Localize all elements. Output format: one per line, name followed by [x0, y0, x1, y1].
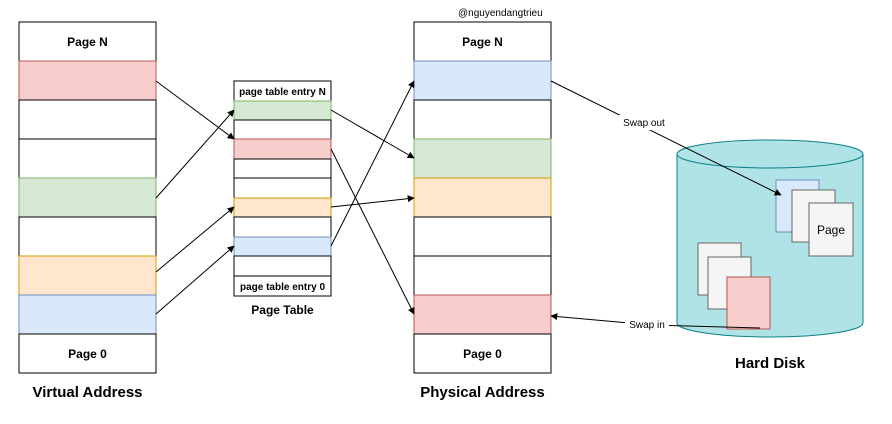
va-to-pt-arrows: [155, 80, 235, 315]
arrow-va-green-to-pt: [155, 109, 235, 199]
pa-page-0: [413, 333, 552, 374]
pt-entry-blue: [233, 236, 332, 257]
pa-page-n: [413, 21, 552, 62]
pt-caption: Page Table: [251, 303, 314, 317]
swap-in-label: Swap in: [629, 320, 665, 331]
arrow-pt-orange-to-pa: [330, 195, 415, 208]
disk-page-grey-2: [808, 202, 854, 257]
arrow-pt-blue-to-pa: [330, 80, 415, 247]
va-page-n: [18, 21, 157, 62]
pt-to-pa-arrows: [330, 80, 415, 315]
va-page-red: [18, 60, 157, 101]
disk-page-label: Page: [817, 223, 845, 237]
va-top-label: Page N: [67, 35, 108, 49]
swap-out-label: Swap out: [623, 118, 665, 129]
pa-caption: Physical Address: [420, 384, 545, 401]
pt-entry-empty-2: [233, 158, 332, 179]
pt-entry-0: [233, 275, 332, 297]
va-page-empty-3: [18, 216, 157, 257]
pt-entry-empty-1: [233, 119, 332, 140]
pt-entry-orange: [233, 197, 332, 218]
swap-out-label-bg: [619, 115, 669, 130]
arrow-pt-green-to-pa: [330, 109, 415, 159]
arrow-pt-red-to-pa: [330, 148, 415, 315]
watermark: @nguyendangtrieu: [458, 8, 543, 19]
arrow-swap-out: [550, 80, 782, 196]
swap-in-label-bg: [625, 318, 669, 332]
pa-page-green: [413, 138, 552, 179]
pa-page-empty-1: [413, 99, 552, 140]
va-caption: Virtual Address: [32, 384, 142, 401]
disk-caption: Hard Disk: [735, 355, 806, 372]
disk-top: [676, 139, 864, 169]
va-page-blue: [18, 294, 157, 335]
pa-page-blue: [413, 60, 552, 101]
arrow-va-red-to-pt: [155, 80, 235, 140]
pt-entry-red: [233, 138, 332, 160]
pt-entry-empty-3: [233, 177, 332, 199]
va-page-0: [18, 333, 157, 374]
pa-page-red: [413, 294, 552, 335]
pa-page-orange: [413, 177, 552, 218]
page-table-column: page table entry N page table entry 0 Pa…: [233, 80, 332, 317]
va-page-empty-1: [18, 99, 157, 140]
arrow-va-blue-to-pt: [155, 245, 235, 315]
pt-entry-empty-4: [233, 216, 332, 238]
pa-bottom-label: Page 0: [463, 347, 502, 361]
pt-entry-green: [233, 100, 332, 121]
disk-page-red: [726, 276, 771, 330]
va-page-green: [18, 177, 157, 218]
hard-disk: Hard Disk Page: [676, 139, 864, 372]
pt-top-label: page table entry N: [239, 87, 326, 98]
pa-page-empty-3: [413, 255, 552, 296]
pa-top-label: Page N: [462, 35, 503, 49]
pa-page-empty-2: [413, 216, 552, 257]
pt-entry-empty-5: [233, 255, 332, 277]
va-page-orange: [18, 255, 157, 296]
va-bottom-label: Page 0: [68, 347, 107, 361]
arrow-va-orange-to-pt: [155, 206, 235, 273]
virtual-address-column: Page N Page 0 Virtual Address: [18, 21, 157, 401]
va-page-empty-2: [18, 138, 157, 179]
pt-bottom-label: page table entry 0: [240, 282, 325, 293]
physical-address-column: Page N Page 0 Physical Address: [413, 21, 552, 401]
